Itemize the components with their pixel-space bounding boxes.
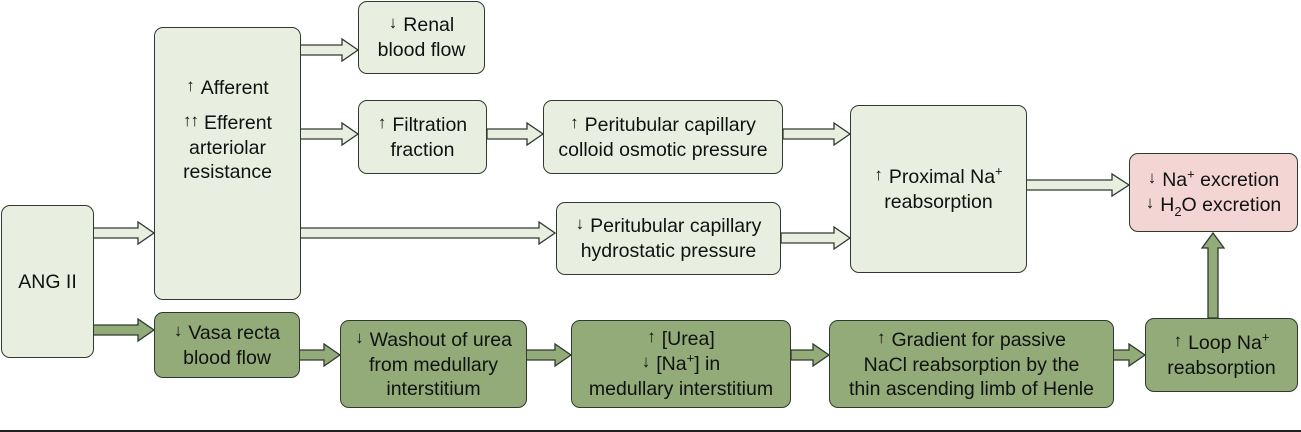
vasa-line2: blood flow bbox=[183, 346, 271, 369]
efferent-label: Efferent bbox=[204, 112, 272, 134]
down-arrow-icon: ↓ bbox=[173, 320, 183, 340]
node-hydrostatic-pressure: ↓ Peritubular capillary hydrostatic press… bbox=[556, 202, 781, 275]
proximal-reabsorption-label: reabsorption bbox=[884, 190, 993, 213]
down-arrow-icon: ↓ bbox=[641, 352, 651, 371]
arrow-ang2-to-vasa bbox=[92, 317, 156, 343]
node-vasa-recta-blood-flow: ↓Vasa recta blood flow bbox=[154, 312, 300, 378]
node-ang2: ANG II bbox=[1, 205, 94, 358]
down-arrow-icon: ↓ bbox=[1145, 192, 1155, 212]
up-arrow-icon: ↑ bbox=[876, 327, 886, 347]
arrow-ang2-to-arteriolar bbox=[92, 220, 156, 246]
up-arrow-icon: ↑ bbox=[570, 112, 579, 132]
plus-superscript: + bbox=[995, 163, 1003, 178]
arrow-arteriolar-to-hydrostatic bbox=[299, 220, 557, 246]
node-proximal-na-reabsorption: ↑Proximal Na+ reabsorption bbox=[850, 105, 1027, 273]
node-urea-na-interstitium: ↑ [Urea] ↓ [Na+] in medullary interstitium bbox=[571, 320, 791, 408]
double-up-arrow-icon: ↑↑ bbox=[183, 111, 199, 130]
hydrostatic-line2: hydrostatic pressure bbox=[580, 240, 757, 262]
two-subscript: 2 bbox=[1174, 203, 1182, 219]
arrow-gradient-to-loop bbox=[1112, 342, 1147, 368]
plus-superscript: + bbox=[686, 350, 695, 366]
down-arrow-icon: ↓ bbox=[355, 327, 364, 347]
blood-flow-label: blood flow bbox=[377, 39, 466, 61]
arrow-proximal-to-excretion bbox=[1025, 172, 1131, 198]
node-filtration-fraction: ↑Filtration fraction bbox=[358, 100, 487, 174]
afferent-label: Afferent bbox=[200, 77, 269, 99]
bottom-rule bbox=[0, 430, 1301, 432]
washout-line1: Washout of urea bbox=[369, 328, 512, 351]
urea-label: [Urea] bbox=[661, 328, 715, 350]
h2o-excretion-label: O excretion bbox=[1181, 193, 1282, 216]
arrow-arteriolar-to-renal bbox=[299, 37, 360, 63]
up-arrow-icon: ↑ bbox=[186, 76, 195, 95]
down-arrow-icon: ↓ bbox=[575, 214, 585, 233]
arrow-washout-to-urea bbox=[525, 342, 573, 368]
resistance-label: resistance bbox=[183, 161, 272, 183]
na-excretion-label: excretion bbox=[1194, 168, 1280, 191]
proximal-na-label: Proximal Na bbox=[888, 165, 996, 188]
filtration-label: Filtration bbox=[392, 113, 468, 136]
in-label: ] in bbox=[694, 353, 721, 375]
vasa-line1: Vasa recta bbox=[188, 321, 281, 344]
arrow-urea-to-gradient bbox=[790, 342, 831, 368]
h-label: H bbox=[1160, 193, 1175, 216]
node-renal-blood-flow: ↓ Renal blood flow bbox=[358, 1, 485, 74]
ang2-label: ANG II bbox=[18, 270, 77, 293]
arteriolar-label: arteriolar bbox=[189, 137, 266, 159]
gradient-line2: NaCl reabsorption by the bbox=[863, 353, 1080, 376]
colloid-line1: Peritubular capillary bbox=[584, 113, 756, 136]
medullary-interstitium-label: medullary interstitium bbox=[588, 378, 774, 400]
down-arrow-icon: ↓ bbox=[1147, 167, 1157, 187]
washout-line2: from medullary bbox=[369, 353, 498, 376]
node-loop-na-reabsorption: ↑Loop Na+ reabsorption bbox=[1145, 318, 1298, 392]
na-label: Na bbox=[1162, 168, 1188, 191]
fraction-label: fraction bbox=[390, 138, 455, 161]
arrow-colloid-to-proximal bbox=[782, 121, 852, 147]
up-arrow-icon: ↑ bbox=[1173, 330, 1183, 350]
washout-line3: interstitium bbox=[386, 377, 481, 400]
gradient-line1: Gradient for passive bbox=[891, 328, 1066, 351]
down-arrow-icon: ↓ bbox=[388, 13, 398, 32]
renal-label: Renal bbox=[403, 14, 455, 36]
arrow-vasa-to-washout bbox=[298, 342, 342, 368]
arrow-filtration-to-colloid bbox=[486, 121, 545, 147]
na-bracket-label: [Na bbox=[656, 353, 687, 375]
node-gradient-passive-nacl: ↑Gradient for passive NaCl reabsorption … bbox=[829, 320, 1114, 408]
up-arrow-icon: ↑ bbox=[377, 112, 387, 132]
hydrostatic-line1: Peritubular capillary bbox=[590, 215, 762, 237]
loop-na-label: Loop Na bbox=[1188, 331, 1262, 354]
node-arteriolar-resistance: ↑ Afferent ↑↑ Efferent arteriolar resistan… bbox=[154, 27, 301, 300]
node-excretion: ↓Na+ excretion ↓H2O excretion bbox=[1129, 153, 1298, 232]
plus-superscript: + bbox=[1261, 329, 1270, 344]
loop-reabsorption-label: reabsorption bbox=[1167, 356, 1276, 379]
arrow-loop-to-excretion bbox=[1200, 231, 1226, 319]
node-colloid-osmotic-pressure: ↑Peritubular capillary colloid osmotic p… bbox=[543, 100, 783, 174]
plus-superscript: + bbox=[1187, 166, 1195, 181]
arrow-hydrostatic-to-proximal bbox=[780, 225, 852, 251]
up-arrow-icon: ↑ bbox=[874, 164, 883, 184]
up-arrow-icon: ↑ bbox=[647, 327, 656, 346]
arrow-arteriolar-to-filtration bbox=[299, 121, 360, 147]
gradient-line3: thin ascending limb of Henle bbox=[849, 377, 1094, 400]
colloid-line2: colloid osmotic pressure bbox=[558, 138, 768, 161]
node-washout-of-urea: ↓Washout of urea from medullary intersti… bbox=[340, 320, 527, 408]
